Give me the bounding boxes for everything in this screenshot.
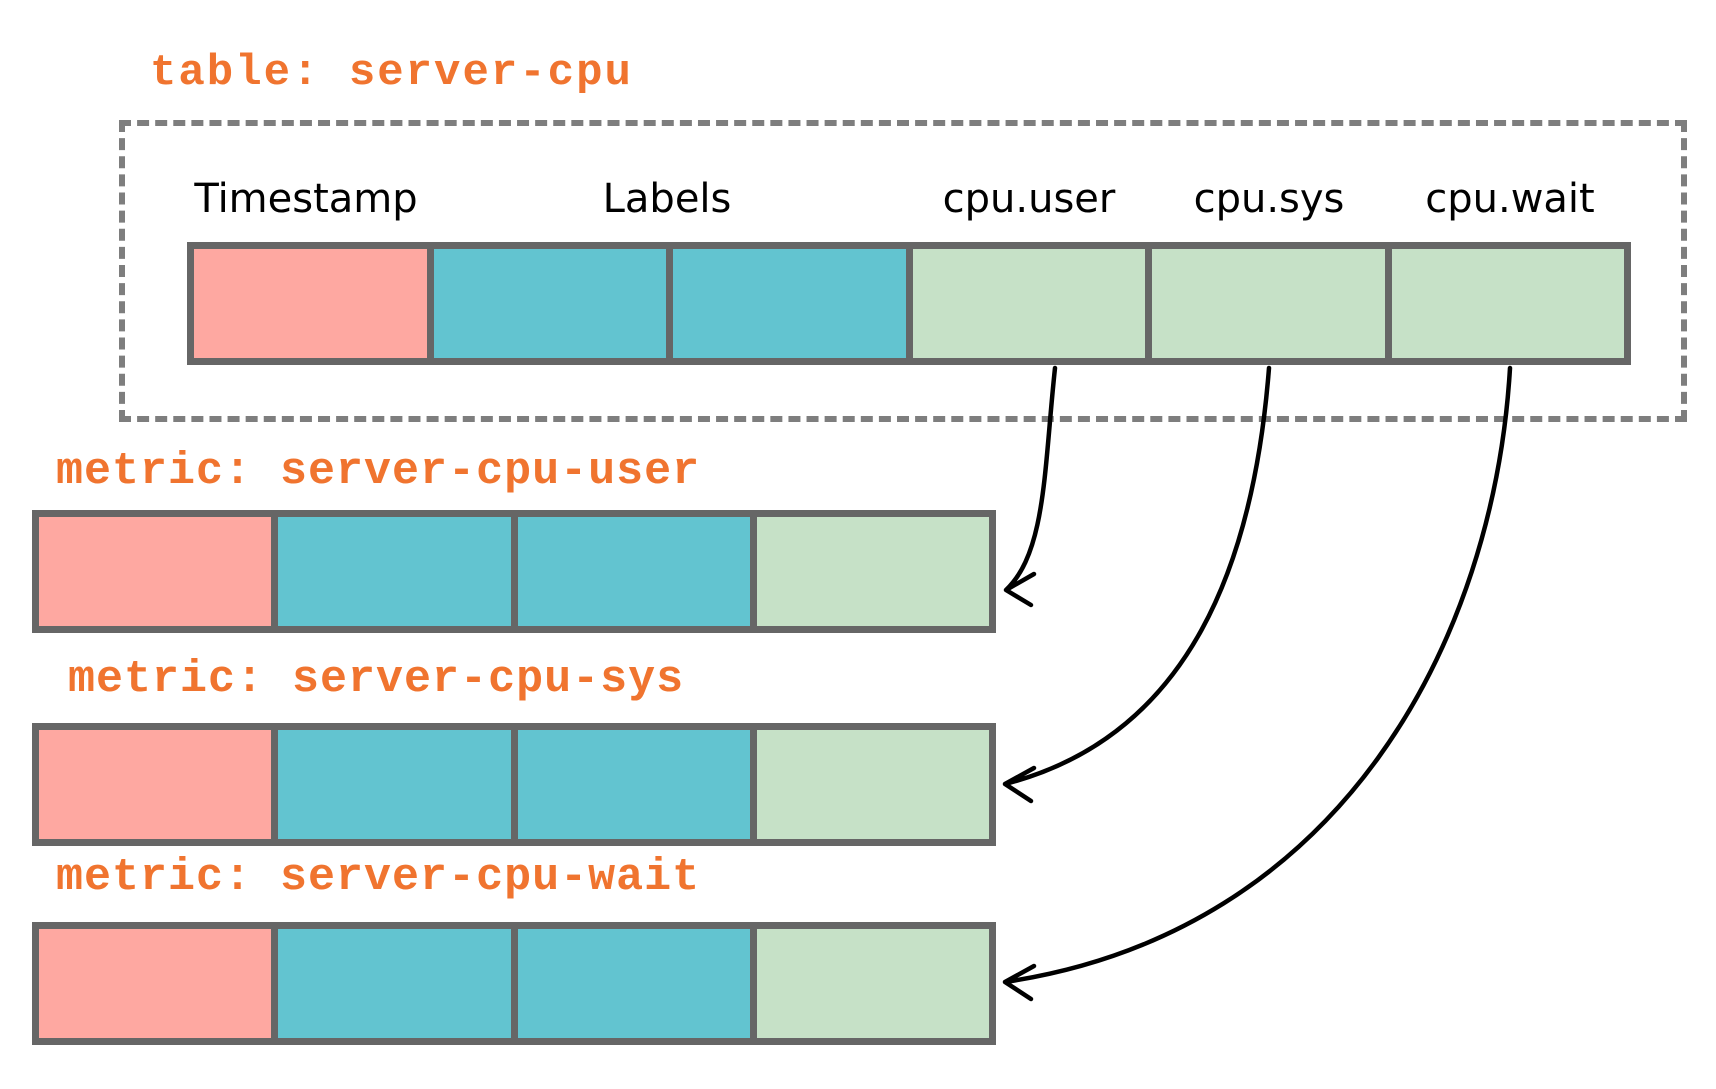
metric-sys-labels-cell-2 (510, 730, 750, 839)
table-title: table: server-cpu (150, 48, 633, 98)
metric-sys-timestamp-cell (39, 730, 272, 839)
table-cpu-sys-cell (1145, 249, 1385, 358)
table-cpu-user-cell (905, 249, 1145, 358)
metric-user-labels-cell-2 (510, 517, 750, 626)
metric-title-server-cpu-sys: metric: server-cpu-sys (68, 654, 685, 705)
table-cpu-wait-cell (1384, 249, 1624, 358)
metric-title-server-cpu-wait: metric: server-cpu-wait (56, 852, 701, 903)
metric-row-server-cpu-wait (32, 922, 996, 1045)
metric-row-server-cpu-sys (32, 723, 996, 846)
arrow-cpu-wait-to-metric (1002, 365, 1513, 1002)
column-header-labels: Labels (602, 176, 732, 222)
metric-wait-value-cell (749, 929, 989, 1038)
metric-wait-labels-cell-1 (271, 929, 511, 1038)
column-header-cpu-sys: cpu.sys (1193, 176, 1345, 222)
arrow-cpu-sys-to-metric (1002, 365, 1272, 804)
column-header-timestamp: Timestamp (194, 176, 418, 222)
table-row (187, 242, 1631, 365)
metric-wait-labels-cell-2 (510, 929, 750, 1038)
column-header-cpu-user: cpu.user (942, 176, 1116, 222)
metric-user-value-cell (749, 517, 989, 626)
table-boundary-box (119, 120, 1687, 422)
metric-user-timestamp-cell (39, 517, 272, 626)
column-header-cpu-wait: cpu.wait (1425, 176, 1595, 222)
metric-title-server-cpu-user: metric: server-cpu-user (56, 446, 701, 497)
metric-row-server-cpu-user (32, 510, 996, 633)
metric-sys-labels-cell-1 (271, 730, 511, 839)
metric-wait-timestamp-cell (39, 929, 272, 1038)
table-timestamp-cell (194, 249, 427, 358)
table-labels-cell-1 (426, 249, 666, 358)
metric-sys-value-cell (749, 730, 989, 839)
table-labels-cell-2 (666, 249, 906, 358)
metric-user-labels-cell-1 (271, 517, 511, 626)
